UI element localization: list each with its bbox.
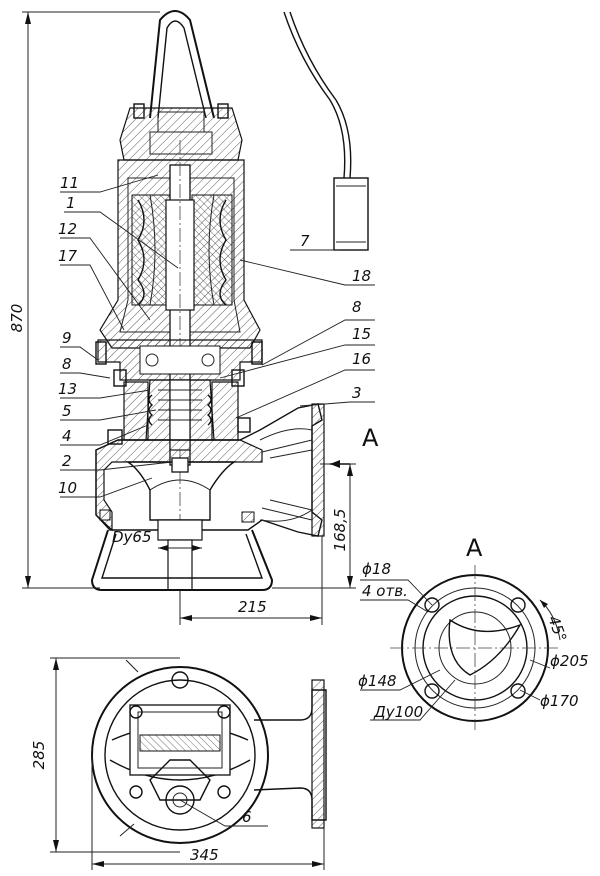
label-5: 5	[62, 402, 72, 420]
label-11: 11	[60, 174, 79, 192]
float-switch	[283, 11, 369, 251]
label-12: 12	[58, 220, 77, 238]
bolt-hole	[510, 597, 526, 613]
view-a-flange	[360, 565, 561, 730]
dim-dy65: Dy65	[112, 528, 152, 546]
suction-pipe	[157, 519, 203, 541]
bolt-hole	[424, 683, 440, 699]
bolt-hole	[510, 683, 526, 699]
label-2: 2	[62, 452, 72, 470]
lifting-handle	[149, 10, 215, 119]
leader-lines	[60, 174, 375, 498]
sectional-view	[90, 10, 325, 591]
impeller	[125, 461, 237, 521]
view-arrow-a: A	[362, 424, 379, 452]
label-7: 7	[300, 232, 310, 250]
label-13: 13	[58, 380, 77, 398]
label-3: 3	[352, 384, 362, 402]
part-labels: 11 1 12 17 9 8 13 5 4 2 10 7 18 8 15 16 …	[58, 174, 371, 826]
stator-right	[191, 194, 233, 306]
dimension-lines	[22, 11, 356, 625]
view-title-a: A	[466, 534, 483, 562]
outlet-flange	[311, 403, 325, 537]
dim-345: 345	[190, 846, 219, 864]
dim-d148: ϕ148	[358, 672, 397, 690]
dim-d170: ϕ170	[540, 692, 579, 710]
dim-168-5: 168,5	[331, 509, 349, 552]
label-10: 10	[58, 479, 77, 497]
label-9: 9	[62, 329, 72, 347]
float-body	[333, 177, 369, 251]
view-labels: A A	[362, 424, 483, 562]
dim-215: 215	[238, 598, 267, 616]
dim-d18: ϕ18	[362, 560, 391, 578]
dim-du100: Ду100	[373, 703, 423, 721]
top-cover	[119, 107, 243, 161]
label-4: 4	[62, 427, 72, 445]
label-17: 17	[58, 247, 78, 265]
dim-d205: ϕ205	[550, 652, 589, 670]
label-8-left: 8	[62, 355, 72, 373]
plan-view	[50, 657, 327, 870]
label-18: 18	[352, 267, 371, 285]
dim-285: 285	[30, 741, 48, 770]
dim-holes: 4 отв.	[362, 582, 408, 600]
label-15: 15	[352, 325, 371, 343]
dimension-texts: 870 168,5 Dy65 215 285 345 ϕ18 4 отв. 45…	[8, 304, 589, 864]
label-1: 1	[66, 194, 76, 212]
label-16: 16	[352, 350, 371, 368]
label-8-right: 8	[352, 298, 362, 316]
dim-870: 870	[8, 304, 26, 333]
base-stand	[90, 529, 274, 591]
label-6: 6	[242, 808, 252, 826]
bolt-hole	[424, 597, 440, 613]
